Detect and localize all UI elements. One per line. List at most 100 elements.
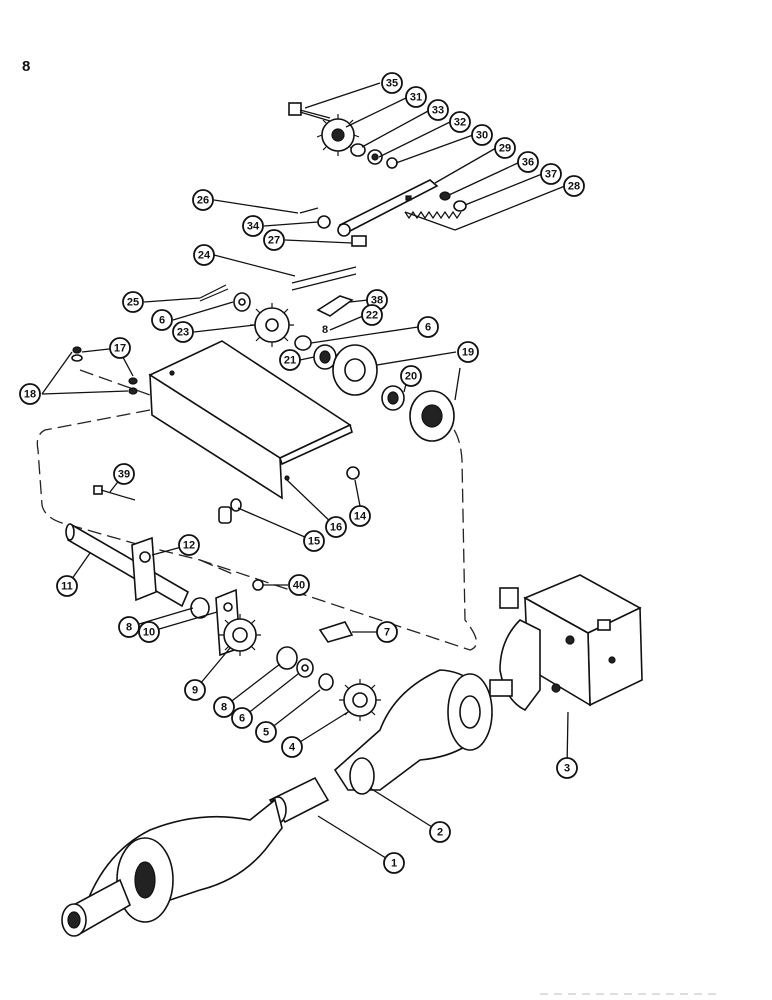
flange-19-lower: [409, 390, 455, 442]
callout-circle: [405, 86, 427, 108]
callout-12: 12: [178, 534, 200, 556]
callout-number: 14: [354, 511, 367, 523]
snap-ring-5: [318, 673, 334, 691]
callout-circle: [109, 337, 131, 359]
washer-6-lower: [296, 658, 314, 678]
gearbox-3: [489, 574, 643, 712]
callout-circle: [471, 124, 493, 146]
callout-number: 6: [239, 713, 245, 725]
bushing-8-lower: [276, 646, 298, 670]
callout-9: 9: [184, 679, 206, 701]
callout-number: 34: [247, 221, 260, 233]
callout-number: 11: [61, 581, 73, 593]
callout-29: 29: [494, 137, 516, 159]
callout-number: 18: [24, 389, 36, 401]
callout-circle: [361, 304, 383, 326]
label-8-washer: 8: [322, 324, 328, 336]
idler-arm-29: [337, 179, 439, 237]
callout-circle: [556, 757, 578, 779]
washer-6-right: [294, 335, 312, 351]
callout-number: 20: [405, 371, 417, 383]
bolt-35: [288, 102, 331, 122]
callout-circle: [56, 575, 78, 597]
callout-8: 8: [213, 696, 235, 718]
callout-circle: [288, 574, 310, 596]
callout-24: 24: [193, 244, 215, 266]
callout-circle: [517, 151, 539, 173]
callout-circle: [417, 316, 439, 338]
callout-36: 36: [517, 151, 539, 173]
callout-33: 33: [427, 99, 449, 121]
spring-28: [404, 210, 462, 231]
callout-8: 8: [118, 616, 140, 638]
pin-26: [299, 207, 319, 214]
callout-7: 7: [376, 621, 398, 643]
clip-7: [318, 621, 354, 643]
callout-30: 30: [471, 124, 493, 146]
callout-circle: [263, 229, 285, 251]
sprocket-4: [339, 679, 381, 721]
callout-number: 3: [564, 763, 570, 775]
bearing-20: [381, 385, 405, 411]
callout-number: 4: [289, 742, 296, 754]
washer-34: [317, 215, 331, 229]
sprocket-9: [219, 614, 261, 656]
callout-circle: [279, 349, 301, 371]
latch-15: [218, 498, 242, 524]
callout-number: 22: [366, 310, 378, 322]
callout-32: 32: [449, 111, 471, 133]
callout-circle: [303, 530, 325, 552]
spacer-32: [367, 149, 383, 165]
callout-number: 6: [425, 322, 431, 334]
callout-number: 8: [221, 702, 227, 714]
callout-11: 11: [56, 575, 78, 597]
bearing-21: [313, 344, 337, 370]
flange-19-upper: [332, 344, 378, 396]
shaft-11: [65, 523, 190, 608]
callout-1: 1: [383, 852, 405, 874]
callout-31: 31: [405, 86, 427, 108]
callout-22: 22: [361, 304, 383, 326]
callout-number: 28: [568, 181, 580, 193]
callout-number: 24: [198, 250, 211, 262]
callout-number: 9: [192, 685, 198, 697]
callout-circle: [349, 505, 371, 527]
callout-number: 17: [114, 343, 126, 355]
callout-number: 37: [545, 169, 557, 181]
callout-26: 26: [192, 189, 214, 211]
callout-35: 35: [381, 72, 403, 94]
callout-number: 8: [126, 622, 132, 634]
callout-6: 6: [231, 707, 253, 729]
callout-number: 26: [197, 195, 209, 207]
callout-28: 28: [563, 175, 585, 197]
callout-number: 5: [263, 727, 269, 739]
callout-circle: [138, 621, 160, 643]
callout-number: 19: [462, 347, 474, 359]
callout-15: 15: [303, 530, 325, 552]
callout-circle: [151, 309, 173, 331]
callout-number: 16: [330, 522, 342, 534]
callout-circle: [178, 534, 200, 556]
callout-circle: [122, 291, 144, 313]
nut-40: [252, 579, 264, 591]
callout-number: 25: [127, 297, 139, 309]
callout-14: 14: [349, 505, 371, 527]
callout-number: 31: [410, 92, 422, 104]
callout-10: 10: [138, 621, 160, 643]
callout-circle: [19, 383, 41, 405]
callout-37: 37: [540, 163, 562, 185]
callout-circle: [325, 516, 347, 538]
callout-circle: [113, 463, 135, 485]
chain-24: [291, 266, 357, 291]
callout-19: 19: [457, 341, 479, 363]
callout-circle: [231, 707, 253, 729]
callout-circle: [400, 365, 422, 387]
callout-number: 7: [384, 627, 390, 639]
callout-group: 3531333230293637282634272425638232262119…: [19, 72, 585, 874]
sprocket-23: [250, 303, 294, 347]
callout-17: 17: [109, 337, 131, 359]
assembly-boundary-dashed: [36, 369, 477, 651]
callout-circle: [449, 111, 471, 133]
callout-number: 40: [293, 580, 305, 592]
